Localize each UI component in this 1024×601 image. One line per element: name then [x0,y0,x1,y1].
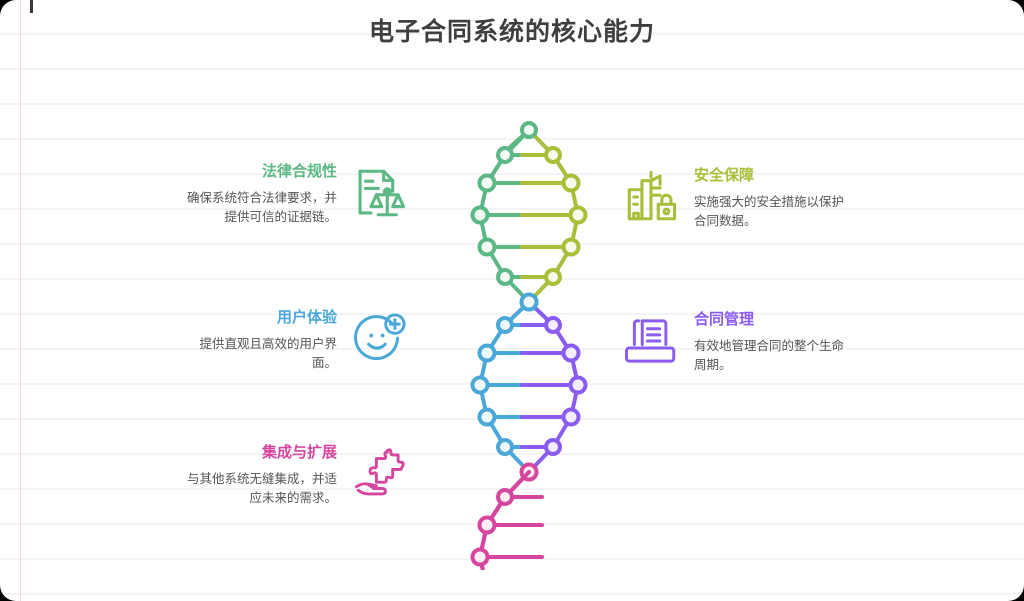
corner-tick-mark [30,0,33,13]
feature-title: 法律合规性 [261,163,337,180]
feature-description: 与其他系统无缝集成，并适应未来的需求。 [186,472,337,505]
feature-description: 提供直观且高效的用户界面。 [199,337,337,370]
dna-helix-graphic [430,105,630,601]
feature-item-user-experience[interactable]: 用户体验 提供直观且高效的用户界面。 [176,308,411,373]
feature-title: 安全保障 [694,167,755,184]
feature-text-block: 安全保障 实施强大的安全措施以保护合同数据。 [682,166,855,231]
feature-item-integration-extension[interactable]: 集成与扩展 与其他系统无缝集成，并适应未来的需求。 [176,443,411,508]
feature-item-contract-management[interactable]: 合同管理 有效地管理合同的整个生命周期。 [620,310,855,375]
feature-text-block: 集成与扩展 与其他系统无缝集成，并适应未来的需求。 [176,443,349,508]
feature-description: 确保系统符合法律要求，并提供可信的证据链。 [186,191,337,224]
document-scales-icon [349,162,411,224]
document-tray-icon [620,310,682,372]
building-lock-icon [620,166,682,228]
feature-title: 集成与扩展 [261,444,337,461]
margin-rule-line [20,0,21,601]
feature-text-block: 法律合规性 确保系统符合法律要求，并提供可信的证据链。 [176,162,349,227]
feature-text-block: 用户体验 提供直观且高效的用户界面。 [176,308,349,373]
feature-title: 用户体验 [276,309,337,326]
hand-puzzle-icon [349,443,411,505]
feature-description: 有效地管理合同的整个生命周期。 [694,339,845,372]
smiley-plus-icon [349,308,411,370]
feature-item-security-guarantee[interactable]: 安全保障 实施强大的安全措施以保护合同数据。 [620,166,855,231]
feature-description: 实施强大的安全措施以保护合同数据。 [694,195,845,228]
page-title: 电子合同系统的核心能力 [368,18,655,46]
feature-item-legal-compliance[interactable]: 法律合规性 确保系统符合法律要求，并提供可信的证据链。 [176,162,411,227]
feature-title: 合同管理 [694,311,755,328]
feature-text-block: 合同管理 有效地管理合同的整个生命周期。 [682,310,855,375]
